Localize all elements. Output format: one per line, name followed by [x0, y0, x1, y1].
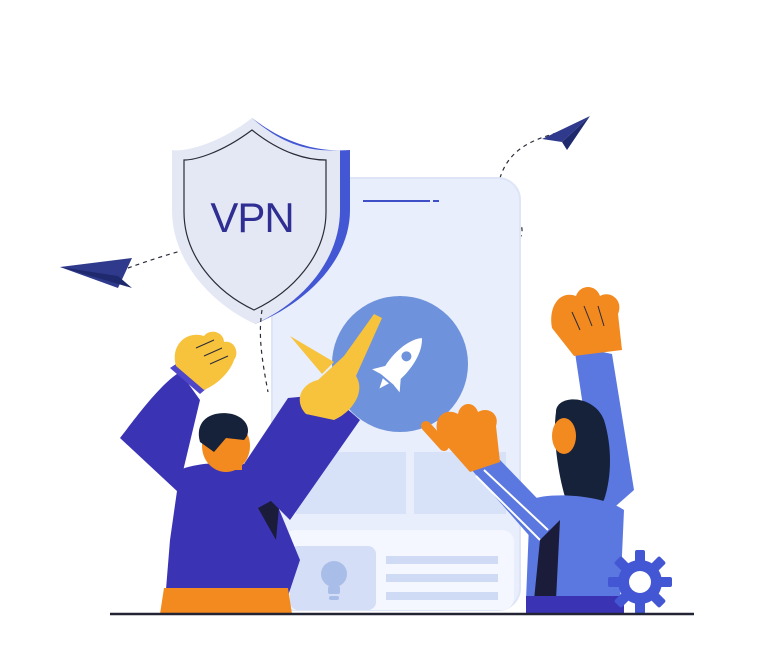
phone-screen: [271, 177, 521, 611]
paper-plane-icon: [60, 258, 132, 288]
woman-head: [552, 418, 576, 454]
woman-figure: [421, 287, 634, 614]
paper-plane-icon: [542, 116, 590, 150]
text-line: [386, 592, 498, 600]
lightbulb-icon: [321, 561, 347, 600]
text-line: [386, 574, 498, 582]
dashed-path-shield: [259, 309, 269, 393]
rocket-icon: [372, 337, 422, 393]
man-figure: [120, 314, 382, 614]
gear-icon: [608, 550, 672, 614]
vpn-shield-icon: VPN: [172, 118, 350, 324]
text-line: [386, 556, 498, 564]
vpn-label: VPN: [210, 194, 293, 241]
